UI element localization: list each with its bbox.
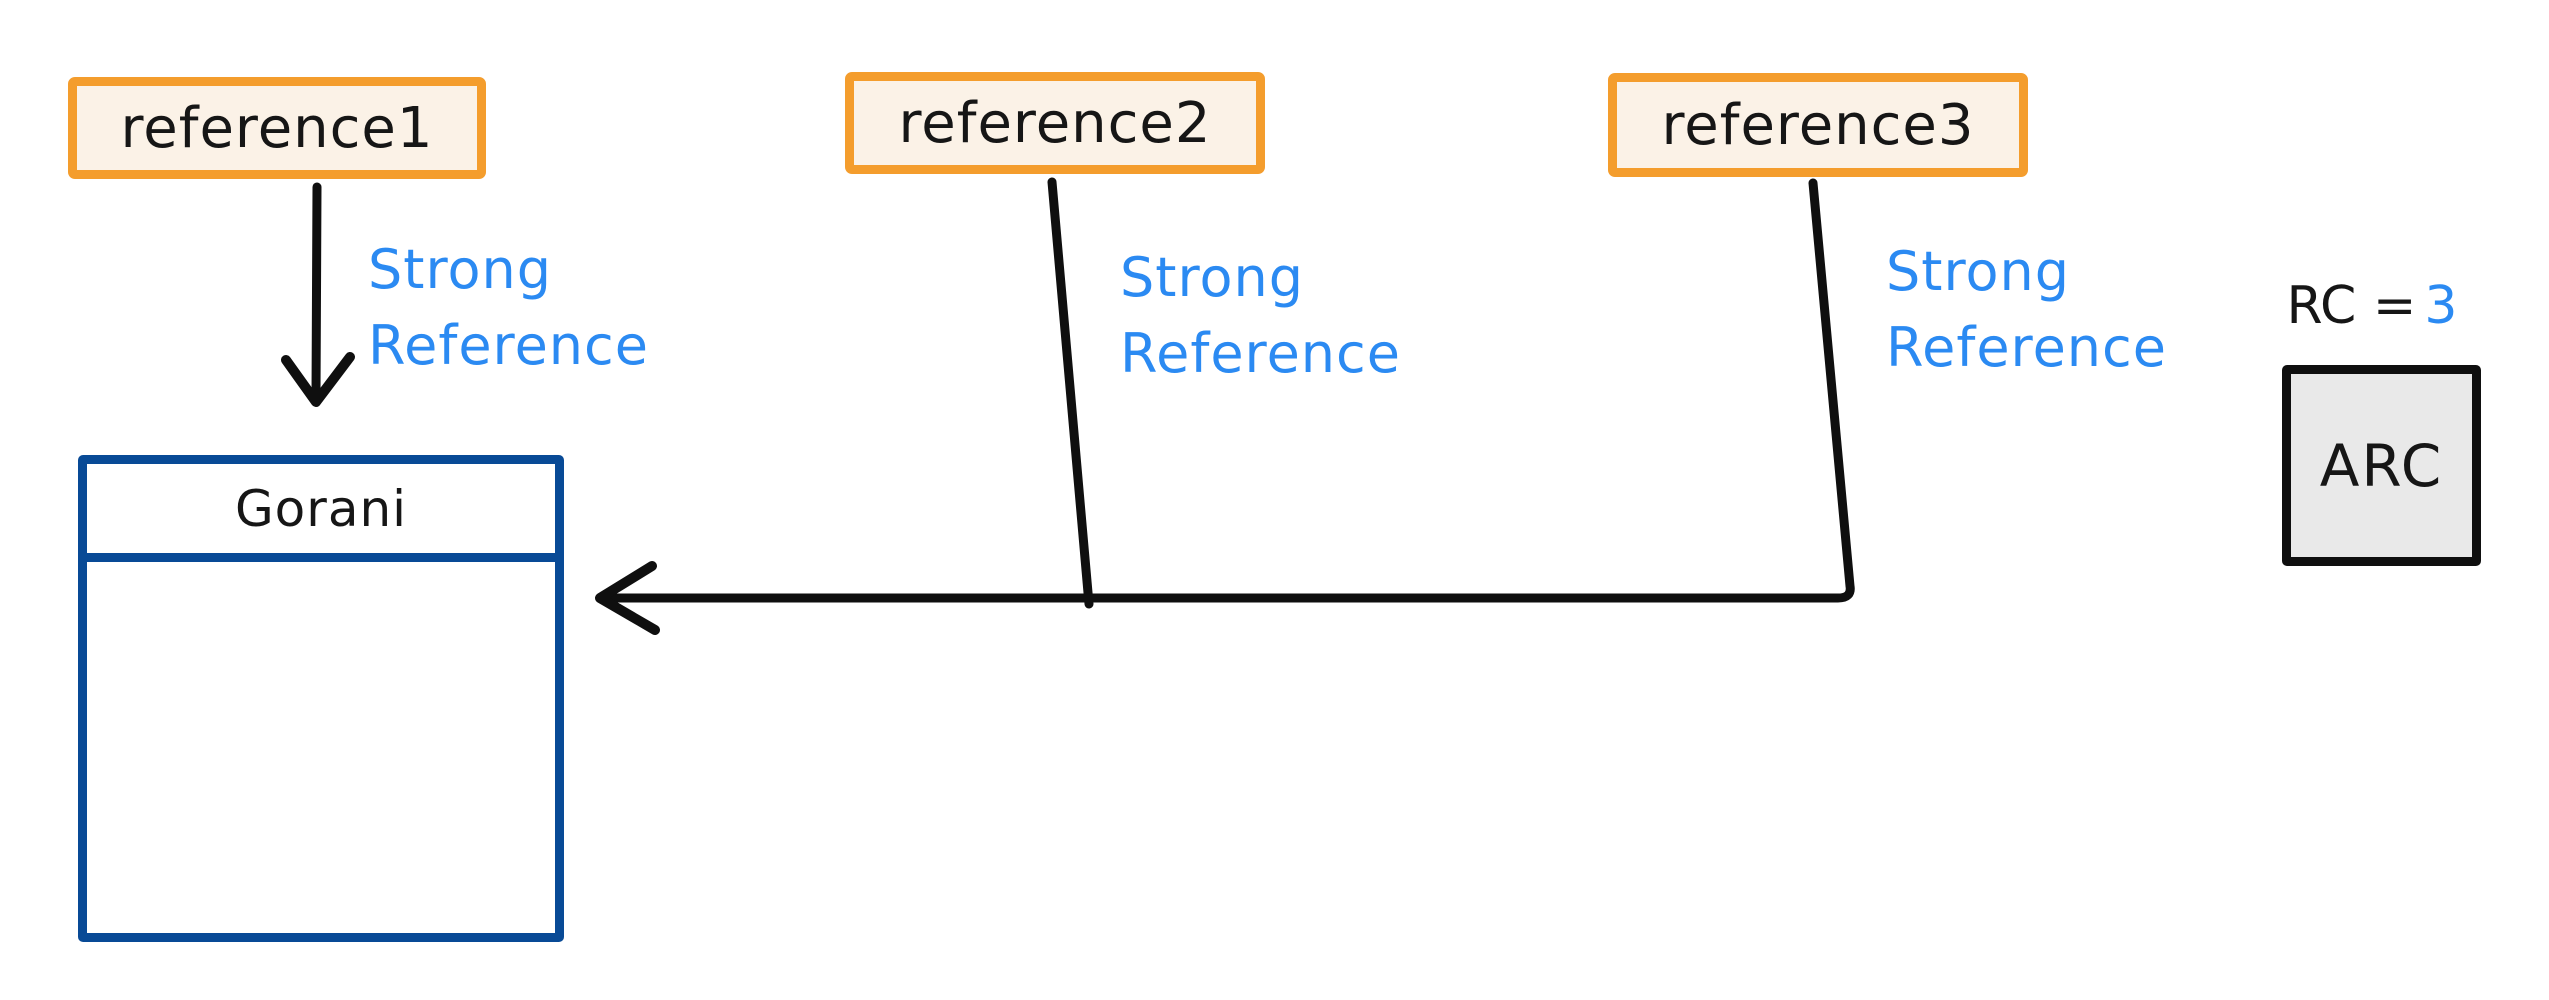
strong-reference-label-2-line1: Strong <box>1120 246 1305 309</box>
reference2-box: reference2 <box>845 72 1265 174</box>
gorani-object-box-body <box>87 562 555 933</box>
reference2-box-label: reference2 <box>898 90 1212 156</box>
gorani-object-box-header: Gorani <box>87 464 555 562</box>
strong-reference-label-3: Strong Reference <box>1886 234 2167 386</box>
strong-reference-label-3-line2: Reference <box>1886 316 2167 379</box>
strong-reference-line-2 <box>1047 177 1094 609</box>
strong-reference-label-1-line2: Reference <box>368 314 649 377</box>
strong-reference-label-1-line1: Strong <box>368 238 553 301</box>
reference-count-label: RC =3 <box>2252 276 2492 336</box>
strong-reference-label-3-line1: Strong <box>1886 240 2071 303</box>
reference3-box-label: reference3 <box>1661 92 1975 158</box>
strong-reference-arrow-1 <box>281 182 355 407</box>
arc-box-label: ARC <box>2319 431 2444 500</box>
reference1-box: reference1 <box>68 77 486 179</box>
reference3-box: reference3 <box>1608 73 2028 177</box>
reference1-box-label: reference1 <box>120 95 434 161</box>
strong-reference-label-2: Strong Reference <box>1120 240 1401 392</box>
strong-reference-label-2-line2: Reference <box>1120 322 1401 385</box>
strong-reference-label-1: Strong Reference <box>368 232 649 384</box>
gorani-object-box: Gorani <box>78 455 564 942</box>
gorani-object-box-title: Gorani <box>234 479 408 538</box>
reference-count-text: RC = <box>2286 276 2417 336</box>
reference-count-value: 3 <box>2424 276 2458 336</box>
arc-box: ARC <box>2282 365 2481 566</box>
